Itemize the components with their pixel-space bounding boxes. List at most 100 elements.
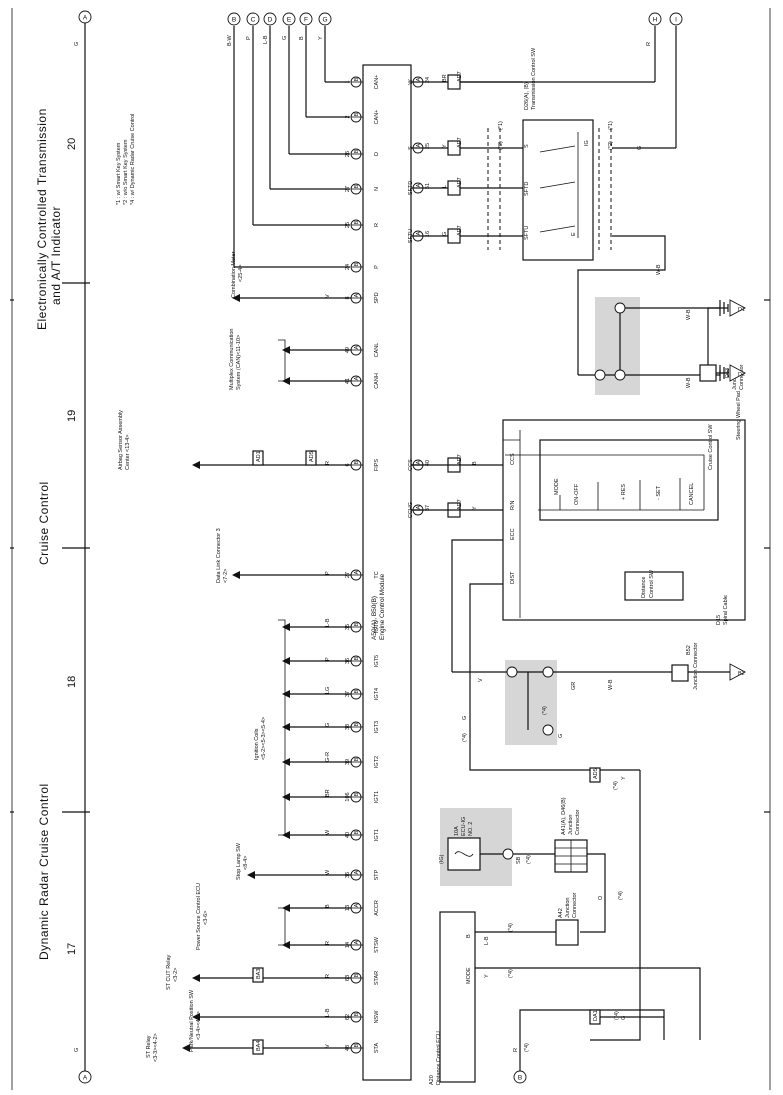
combination-meter-label: Combination Meter bbox=[231, 251, 237, 298]
trans-sw-sftd: SFTD bbox=[524, 182, 530, 196]
section-title-cruise: Cruise Control bbox=[37, 481, 51, 565]
left-lead-wire: R bbox=[325, 974, 331, 978]
ecm-rpin-conn: A bbox=[416, 505, 422, 509]
splice-ba3 bbox=[252, 967, 264, 983]
dlc-ref: <7-2> bbox=[223, 569, 229, 583]
ecm-pin-conn: B bbox=[354, 830, 360, 834]
ecm-pin-label: IGT1 bbox=[374, 791, 380, 803]
ecm-pin-conn: B bbox=[354, 220, 360, 224]
ecm-pin-conn: B bbox=[354, 77, 360, 81]
ecm-pin-label: IGT5 bbox=[374, 655, 380, 667]
svg-text:B52: B52 bbox=[686, 645, 692, 655]
ecm-pin-label: P bbox=[374, 265, 380, 269]
trans-sw-ground-lead bbox=[577, 235, 666, 375]
svg-text:GR: GR bbox=[571, 682, 577, 690]
st-cut-ref: <3-2> bbox=[173, 968, 179, 982]
left-lead-wire: W bbox=[325, 829, 331, 835]
note-2: *2 : w/o Smart Key System bbox=[123, 139, 129, 205]
left-lead-wire: R bbox=[325, 941, 331, 945]
ecm-pin-label: TC bbox=[374, 571, 380, 578]
svg-text:W-B: W-B bbox=[608, 679, 614, 690]
airbag-label: Airbag Sensor Assembly bbox=[118, 410, 124, 470]
svg-text:(*4): (*4) bbox=[508, 923, 514, 932]
ecm-rpin-wire: Y bbox=[442, 144, 448, 148]
left-lead-wire: W bbox=[325, 869, 331, 875]
ecm-rpin-conn: A bbox=[416, 460, 422, 464]
svg-text:Connector: Connector bbox=[739, 364, 745, 390]
svg-text:R: R bbox=[513, 1048, 519, 1052]
svg-text:A42: A42 bbox=[558, 908, 564, 918]
svg-text:AD7: AD7 bbox=[457, 454, 463, 465]
svg-text:ON-OFF: ON-OFF bbox=[574, 483, 580, 505]
svg-text:Junction Connector: Junction Connector bbox=[693, 642, 699, 690]
ecm-rpin-number: 24 bbox=[425, 77, 431, 83]
junction-d53 bbox=[699, 364, 717, 382]
ecm-pin-label: IGT4 bbox=[374, 688, 380, 700]
ecm-name: Engine Control Module bbox=[379, 573, 386, 640]
junction-b52-leads bbox=[452, 671, 740, 771]
cruise-sw-label: Cruise Control SW bbox=[708, 424, 714, 470]
trans-sw-name: Transmission Control SW bbox=[531, 47, 537, 110]
svg-text:MODE: MODE bbox=[466, 967, 472, 984]
splice-ad7 bbox=[447, 228, 461, 244]
svg-text:AD5: AD5 bbox=[593, 768, 599, 779]
ecm-pin-conn: B bbox=[354, 184, 360, 188]
pnp-label: Park/Neutral Position SW bbox=[189, 989, 195, 1052]
svg-text:(*4): (*4) bbox=[542, 706, 548, 715]
ref-d-top bbox=[263, 12, 277, 26]
svg-text:AD1: AD1 bbox=[256, 451, 262, 462]
ground-d1 bbox=[707, 300, 729, 365]
ecm-pin-conn: B bbox=[354, 112, 360, 116]
svg-text:Distance: Distance bbox=[641, 577, 647, 598]
svg-text:CANCEL: CANCEL bbox=[689, 483, 695, 505]
ecm-pin-label: N bbox=[374, 187, 380, 191]
ecm-rpin-conn: A bbox=[416, 143, 422, 147]
splice-ad5 bbox=[305, 450, 317, 466]
left-lead-wire: V bbox=[325, 294, 331, 298]
ecm-pin-conn: A bbox=[354, 903, 360, 907]
ecm-pin-conn: B bbox=[354, 689, 360, 693]
ecm-pin-conn: B bbox=[354, 460, 360, 464]
ecm-rpin-wire: BR bbox=[442, 74, 448, 82]
trans-sw-contacts bbox=[539, 132, 579, 238]
trans-sw-s: S bbox=[524, 144, 530, 148]
ecm-rpin-number: 51 bbox=[425, 183, 431, 189]
svg-text:A41(A), D46(B): A41(A), D46(B) bbox=[561, 797, 567, 835]
svg-text:Connector: Connector bbox=[575, 809, 581, 835]
ecc-wire bbox=[451, 539, 503, 672]
ref-c-top bbox=[246, 12, 260, 26]
ref-h-top bbox=[648, 12, 662, 26]
ref-a-top-label: A bbox=[83, 15, 88, 22]
svg-text:Distance Control ECU: Distance Control ECU bbox=[436, 1031, 442, 1085]
ecm-rpin-conn: A bbox=[416, 231, 422, 235]
svg-text:O: O bbox=[598, 895, 604, 900]
left-lead-wire: P bbox=[325, 571, 331, 575]
wire-g-top: G bbox=[74, 42, 80, 46]
svg-text:W-B: W-B bbox=[656, 264, 662, 275]
ecm-pin-conn: B bbox=[354, 622, 360, 626]
ecm-pin-label: CAN+ bbox=[374, 110, 380, 125]
svg-text:Connector: Connector bbox=[572, 892, 578, 918]
svg-text:ECU-IG: ECU-IG bbox=[461, 817, 467, 836]
svg-text:(*4): (*4) bbox=[462, 733, 468, 742]
left-lead-wire: LG bbox=[325, 687, 331, 694]
splice-ad7 bbox=[447, 140, 461, 156]
svg-text:BA4: BA4 bbox=[256, 1041, 262, 1051]
svg-text:Y: Y bbox=[484, 974, 490, 978]
splice-ad5-right bbox=[589, 767, 601, 783]
ecm-pin-conn: B bbox=[354, 757, 360, 761]
ecm-rpin-number: 37 bbox=[425, 505, 431, 511]
section-number-19: 19 bbox=[66, 410, 78, 422]
ecm-pin-label: NSW bbox=[374, 1010, 380, 1024]
cruise-sw-contacts bbox=[505, 454, 705, 511]
ecm-pin-conn: A bbox=[354, 870, 360, 874]
svg-text:(*4): (*4) bbox=[613, 781, 619, 790]
ps-ecu-ref: <3-6> bbox=[203, 911, 209, 925]
svg-text:I: I bbox=[675, 17, 677, 24]
ecm-pin-label: IGT1 bbox=[374, 829, 380, 841]
coils-label: Ignition Coils bbox=[254, 728, 260, 760]
svg-text:G: G bbox=[621, 1016, 627, 1020]
